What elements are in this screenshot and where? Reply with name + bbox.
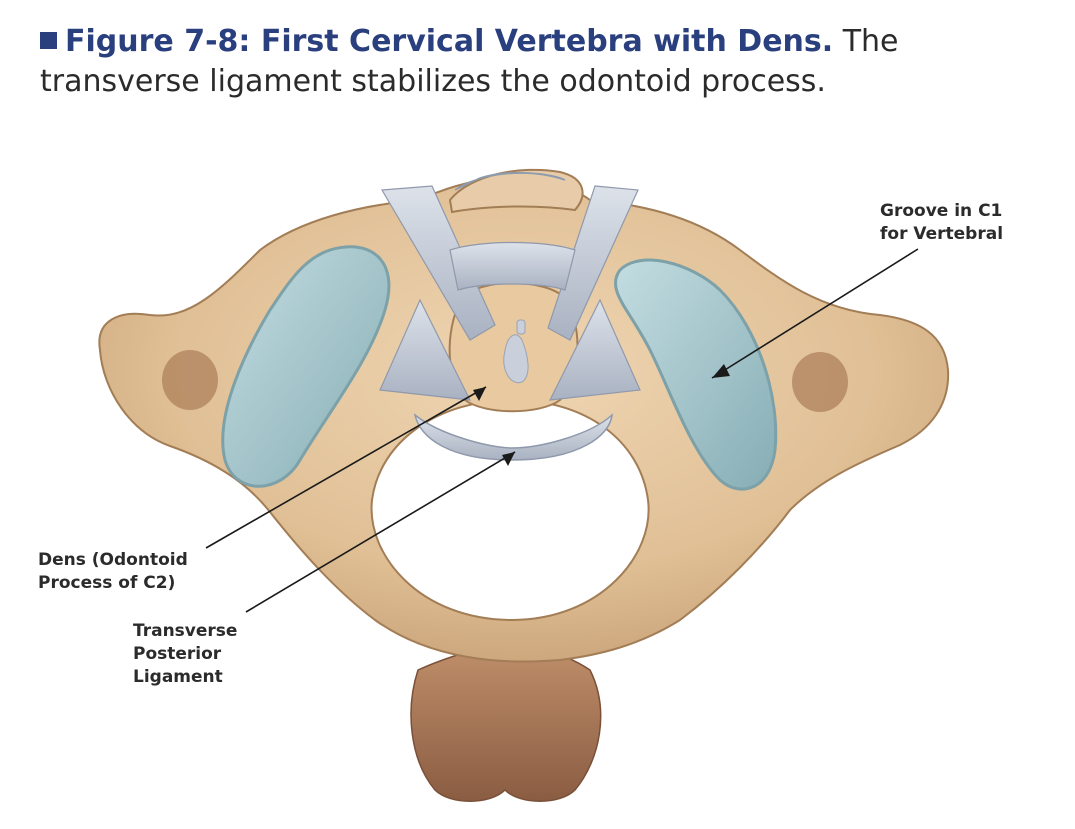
right-transverse-foramen (792, 352, 848, 412)
anterior-tubercle (448, 168, 584, 214)
label-groove-in-c1: Groove in C1 for Vertebral (880, 201, 1004, 244)
superior-ligament-fan (449, 241, 576, 291)
transverse-arrowhead (502, 452, 515, 466)
dens-leader-line (205, 386, 487, 549)
label-dens: Dens (Odontoid Process of C2) (38, 550, 188, 593)
atlas-vertebra-illustration (98, 168, 950, 802)
label-transverse-ligament: Transverse Posterior Ligament (133, 621, 238, 687)
left-transverse-foramen (162, 350, 218, 410)
left-alar-ligament (380, 185, 496, 341)
transverse-ligament (413, 413, 613, 461)
dens-arrowhead (473, 387, 486, 401)
left-lateral-ligament-fan (379, 298, 472, 401)
left-superior-articular-facet (221, 245, 391, 488)
dens-tip (516, 319, 526, 335)
transverse-leader-line (245, 451, 516, 613)
right-superior-articular-facet (614, 258, 778, 491)
figure-title: Figure 7-8: First Cervical Vertebra with… (65, 24, 834, 59)
figure-caption: Figure 7-8: First Cervical Vertebra with… (40, 22, 1050, 102)
caption-bullet-square (40, 32, 57, 49)
anterior-tubercle-cap (454, 171, 566, 191)
dens-apical-ligament (503, 334, 529, 384)
posterior-tubercle (410, 643, 602, 802)
right-lateral-ligament-fan (548, 298, 641, 401)
groove-leader-line (711, 248, 919, 379)
groove-arrowhead (712, 364, 730, 378)
figure-description: The transverse ligament stabilizes the o… (40, 24, 899, 99)
